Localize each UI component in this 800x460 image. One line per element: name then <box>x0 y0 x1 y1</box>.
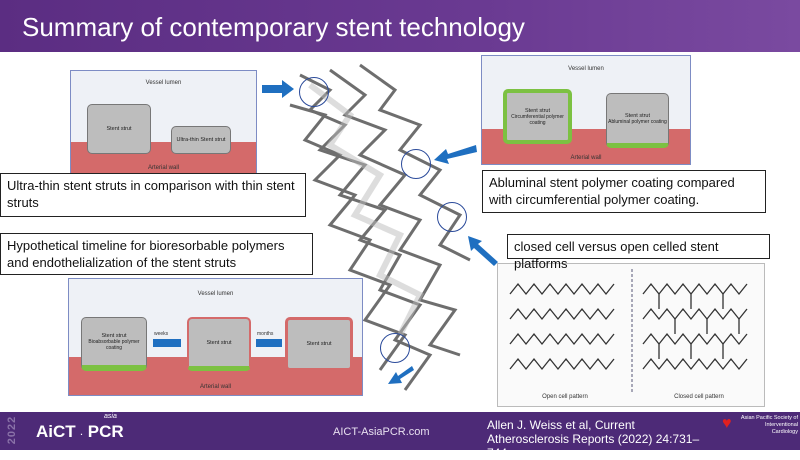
figure-ultrathin-struts: Vessel lumen Stent strut Ultra-thin Sten… <box>70 70 257 176</box>
lumen-label: Vessel lumen <box>145 80 182 86</box>
apsic-logo: ♥ <box>722 415 732 432</box>
arrow-icon <box>468 236 498 266</box>
stent-strut: Stent strut <box>285 317 353 371</box>
arrow-icon <box>262 80 294 98</box>
arrow-icon <box>256 339 282 347</box>
thin-stent-strut: Ultra-thin Stent strut <box>171 126 231 154</box>
figure-cell-patterns: Open cell pattern Closed cell pattern <box>497 263 765 407</box>
arrow-icon <box>434 145 477 164</box>
stent-strut: Stent strut <box>187 317 251 371</box>
caption-ultrathin: Ultra-thin stent struts in comparison wi… <box>0 173 306 217</box>
website-url[interactable]: AICT-AsiaPCR.com <box>333 426 430 438</box>
highlight-circle <box>437 202 467 232</box>
highlight-circle <box>299 77 329 107</box>
open-cell-label: Open cell pattern <box>542 394 588 400</box>
wall-label: Arterial wall <box>147 165 179 171</box>
society-name: Asian Pacific Society of Interventional … <box>740 415 798 435</box>
title-bar: Summary of contemporary stent technology <box>0 0 800 52</box>
slide-title: Summary of contemporary stent technology <box>22 12 525 42</box>
cell-pattern-drawing <box>509 269 748 394</box>
caption-coating: Abluminal stent polymer coating compared… <box>482 170 766 213</box>
caption-cells: closed cell versus open celled stent pla… <box>507 234 770 271</box>
arrow-icon <box>388 366 414 384</box>
stent-strut: Stent strut <box>87 104 151 154</box>
arrows <box>262 80 498 384</box>
highlight-circle <box>401 149 431 179</box>
wall-label: Arterial wall <box>199 384 231 390</box>
months-label: months <box>257 331 274 337</box>
wall-label: Arterial wall <box>570 155 602 161</box>
lumen-label: Vessel lumen <box>568 66 604 72</box>
lumen-label: Vessel lumen <box>197 291 234 297</box>
arrow-icon <box>153 339 181 347</box>
weeks-label: weeks <box>154 331 169 337</box>
caption-timeline: Hypothetical timeline for bioresorbable … <box>0 233 313 275</box>
highlight-circle <box>380 333 410 363</box>
closed-cell-label: Closed cell pattern <box>674 394 724 400</box>
year-label: 2022 <box>6 415 19 445</box>
citation: Allen J. Weiss et al, Current Atheroscle… <box>487 418 700 460</box>
